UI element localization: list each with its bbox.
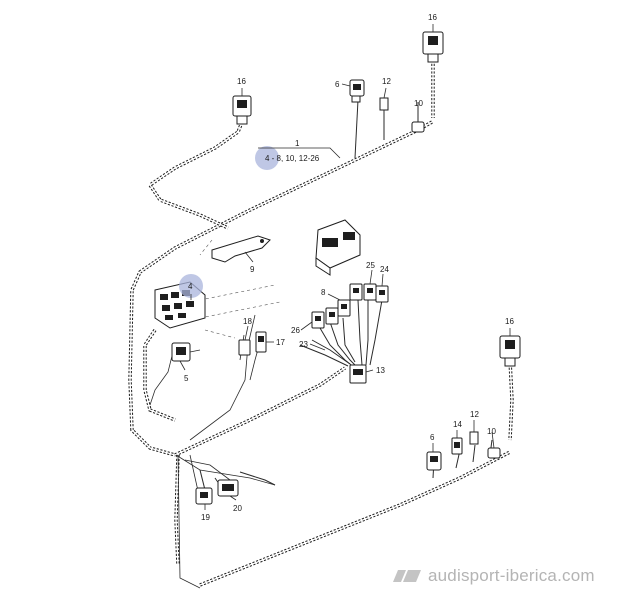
callout-16-top-right: 16 (428, 13, 437, 22)
bracket-9 (211, 235, 271, 263)
part-12-top (379, 97, 389, 140)
callout-1: 1 (295, 139, 300, 148)
highlight-4-block (179, 274, 203, 298)
part-20 (217, 479, 239, 497)
callout-17: 17 (276, 338, 285, 347)
leader-lines (179, 24, 511, 510)
parts-18-17 (238, 331, 267, 356)
callout-12-top: 12 (382, 77, 391, 86)
callout-9: 9 (250, 265, 255, 274)
connector-cluster (311, 283, 389, 329)
callout-24: 24 (380, 265, 389, 274)
part-14-bottom (451, 437, 463, 455)
callout-labels: 16 16 16 6 12 10 1 4 - 8, 10, 12-26 9 4 … (184, 13, 514, 522)
callout-26: 26 (291, 326, 300, 335)
callout-16-bottom-right: 16 (505, 317, 514, 326)
connector-16-left (232, 95, 252, 125)
callout-13: 13 (376, 366, 385, 375)
watermark: audisport-iberica.com (392, 566, 595, 586)
part-19 (195, 487, 213, 505)
part-10-top (411, 121, 425, 133)
callout-20: 20 (233, 504, 242, 513)
connector-13 (349, 364, 367, 384)
callout-10-top: 10 (414, 99, 423, 108)
connector-16-bottom-right (499, 335, 521, 367)
brand-logo-icon (393, 570, 421, 582)
callout-19: 19 (201, 513, 210, 522)
branch-wires (199, 99, 493, 491)
callout-25: 25 (366, 261, 375, 270)
callout-8: 8 (321, 288, 326, 297)
switch-module (315, 219, 361, 276)
part-10-bottom (487, 447, 501, 459)
callout-10-bottom: 10 (487, 427, 496, 436)
callout-14: 14 (453, 420, 462, 429)
part-6-bottom (426, 451, 442, 471)
connector-5 (171, 342, 201, 362)
callout-18: 18 (243, 317, 252, 326)
callout-6-top: 6 (335, 80, 340, 89)
main-harness (128, 60, 514, 587)
part-6-top (349, 79, 365, 103)
callout-4-block: 4 (188, 282, 193, 291)
callout-6-bottom: 6 (430, 433, 435, 442)
callout-4-range: 4 - 8, 10, 12-26 (265, 154, 320, 163)
phantom-lines (199, 239, 281, 339)
watermark-text: audisport-iberica.com (428, 566, 595, 585)
callout-12-bottom: 12 (470, 410, 479, 419)
highlight-4-top (255, 146, 279, 170)
callout-5: 5 (184, 374, 189, 383)
connector-16-top-right (422, 31, 444, 63)
callout-16-left: 16 (237, 77, 246, 86)
callout-23: 23 (299, 340, 308, 349)
part-12-bottom (469, 431, 479, 445)
